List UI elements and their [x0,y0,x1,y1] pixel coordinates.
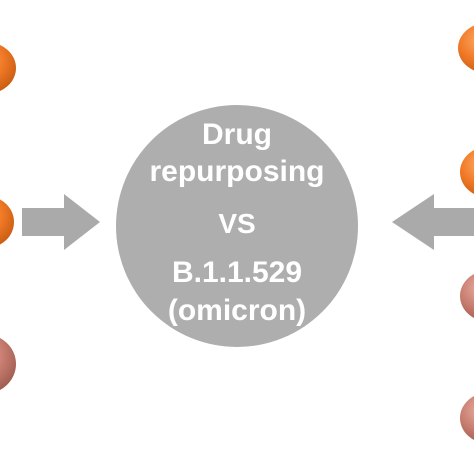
center-label-omicron: (omicron) [167,294,307,327]
center-circle [116,105,358,347]
right-node-second [460,150,474,194]
right-node-third [460,274,474,318]
center-label-drug: Drug [202,118,272,151]
left-arrow [22,194,100,250]
center-label-variant: B.1.1.529 [171,256,303,289]
center-label-vs: VS [218,208,256,239]
right-node-top [458,25,474,71]
right-node-bottom [460,396,474,440]
left-node-bottom [0,338,16,390]
left-node-top [0,45,16,91]
left-node-middle [0,199,14,245]
center-label-repurposing: repurposing [149,155,325,188]
right-arrow [392,194,474,250]
